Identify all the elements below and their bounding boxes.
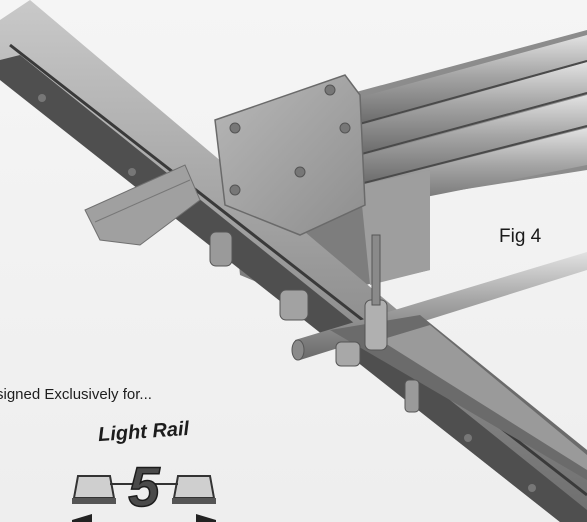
clamps [38, 94, 536, 492]
lower-rail [330, 315, 587, 480]
figure-label: Fig 4 [499, 226, 542, 247]
left-bracket [84, 164, 201, 246]
logo-wordmark: Light Rail [97, 418, 190, 446]
mounting-plate [214, 74, 366, 236]
credit-line: signed Exclusively for... [0, 386, 152, 403]
logo-numeral: 5 [128, 455, 160, 518]
light-rail-logo: Light Rail 5 [64, 414, 224, 522]
